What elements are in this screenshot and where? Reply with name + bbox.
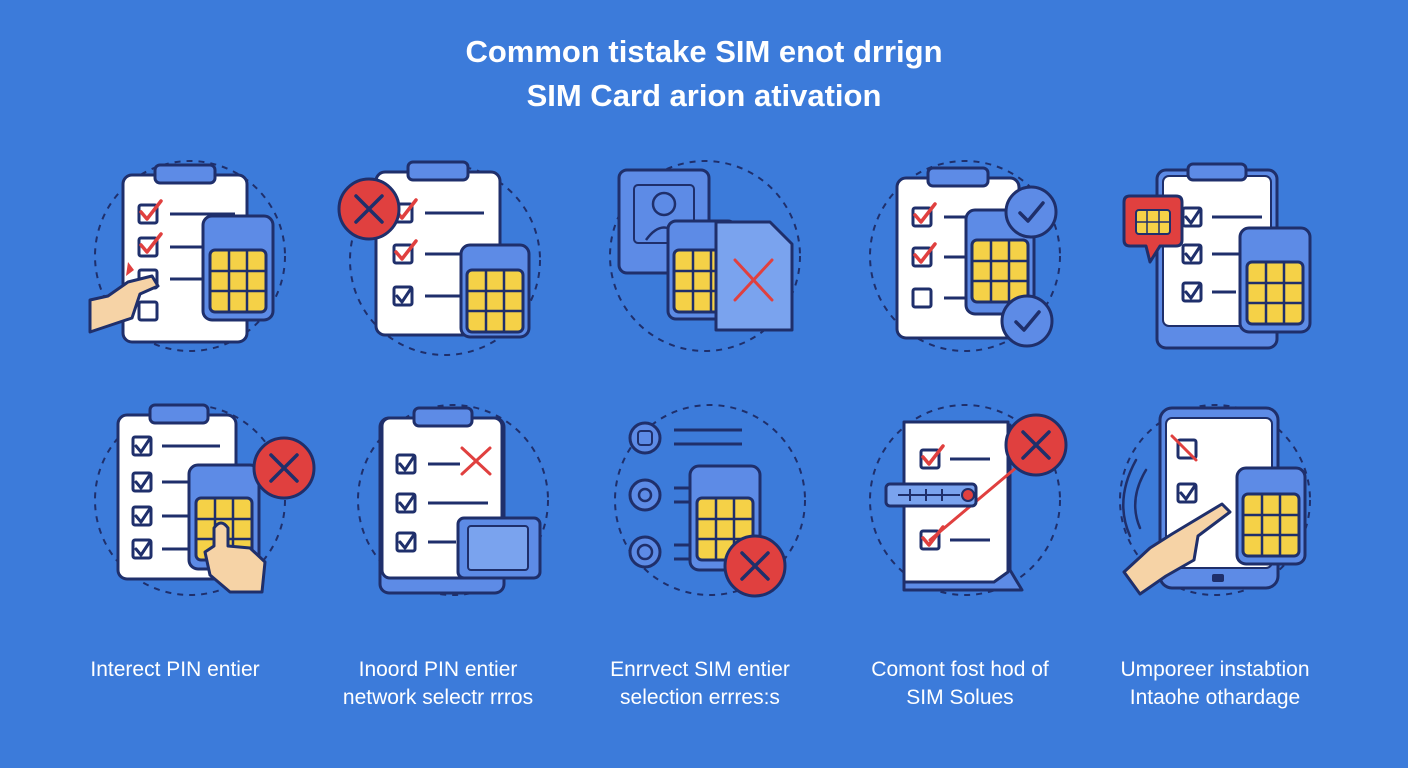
icon-5-clipboard-sim-alert	[1122, 162, 1312, 350]
caption-3-line-1: Enrrvect SIM entier	[610, 658, 790, 681]
caption-1: Interect PIN entier	[40, 656, 310, 684]
caption-5-line-2: Intaohe othardage	[1129, 686, 1301, 709]
caption-4-line-1: Comont fost hod of	[871, 658, 1049, 681]
caption-3: Enrrvect SIM entier selection errres:s	[565, 656, 835, 712]
caption-5: Umporeer instabtion Intaohe othardage	[1080, 656, 1350, 712]
caption-2-line-1: Inoord PIN entier	[358, 658, 518, 681]
icon-2-clipboard-sim-error	[337, 160, 541, 356]
caption-2: Inoord PIN entier network selectr rrros	[303, 656, 573, 712]
icon-8-settings-sim-error	[614, 404, 806, 598]
icon-9-document-slider-error	[869, 404, 1068, 596]
caption-3-line-2: selection errres:s	[620, 686, 780, 709]
icon-4-clipboard-sim-verified	[869, 160, 1061, 352]
icon-6-clipboard-sim-touch-error	[94, 403, 316, 596]
caption-5-line-1: Umporeer instabtion	[1120, 658, 1310, 681]
icon-10-phone-sim-hand	[1119, 404, 1311, 596]
caption-2-line-2: network selectr rrros	[342, 686, 534, 709]
caption-4-line-2: SIM Solues	[906, 686, 1014, 709]
icon-3-id-sim-mismatch	[609, 160, 801, 352]
caption-4: Comont fost hod of SIM Solues	[825, 656, 1095, 712]
caption-1-line-1: Interect PIN entier	[90, 658, 260, 681]
page-title-line-2: SIM Card arion ativation	[526, 78, 882, 113]
page-title-line-1: Common tistake SIM enot drrign	[465, 34, 943, 69]
icon-1-clipboard-sim-hand	[88, 160, 286, 352]
icon-7-clipboard-device	[357, 404, 549, 596]
